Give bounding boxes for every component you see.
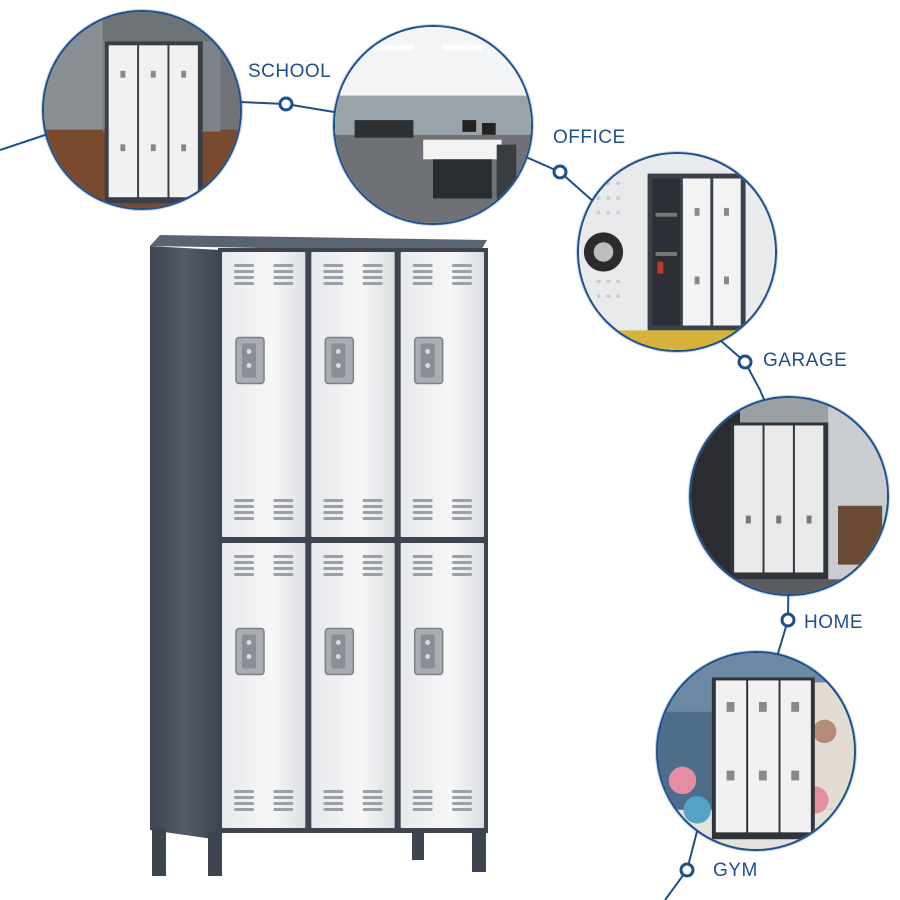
school-dot xyxy=(278,96,294,112)
gym-photo xyxy=(656,651,856,851)
home-label: HOME xyxy=(804,612,863,633)
locker-door xyxy=(222,252,306,537)
home-photo xyxy=(689,396,889,596)
office-dot xyxy=(552,164,568,180)
locker-door xyxy=(400,543,484,828)
locker-door xyxy=(311,543,395,828)
locker-door xyxy=(222,543,306,828)
school-photo xyxy=(42,10,242,210)
home-dot xyxy=(780,612,796,628)
locker-door xyxy=(311,252,395,537)
office-photo xyxy=(333,25,533,225)
office-label: OFFICE xyxy=(553,127,626,148)
garage-dot xyxy=(737,354,753,370)
school-label: SCHOOL xyxy=(248,61,332,82)
gym-dot xyxy=(679,862,695,878)
gym-label: GYM xyxy=(713,860,758,881)
locker-door xyxy=(400,252,484,537)
garage-label: GARAGE xyxy=(763,350,848,371)
